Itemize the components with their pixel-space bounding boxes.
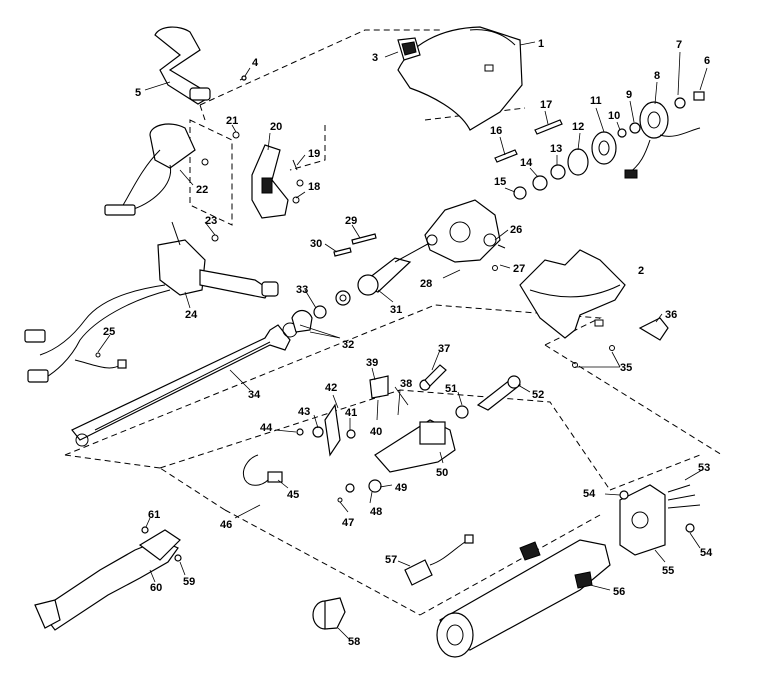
part-2-lower-cover bbox=[492, 249, 626, 368]
part-20-switch-bracket bbox=[232, 131, 304, 219]
part-50-switch-actuator bbox=[369, 364, 522, 473]
callout-3: 3 bbox=[372, 52, 378, 64]
callout-34: 34 bbox=[248, 389, 261, 401]
callout-54-lower: 54 bbox=[700, 547, 713, 559]
part-42-41-43-brackets bbox=[296, 403, 356, 457]
part-58-bushing bbox=[312, 597, 346, 630]
callout-33: 33 bbox=[296, 284, 308, 296]
callout-23: 23 bbox=[205, 215, 217, 227]
part-60-intermediate-shaft bbox=[34, 526, 182, 631]
callout-22: 22 bbox=[196, 184, 208, 196]
dashed-boundary-switch bbox=[189, 119, 233, 226]
callout-45: 45 bbox=[287, 489, 299, 501]
callout-40: 40 bbox=[370, 426, 382, 438]
leader-lines bbox=[97, 41, 708, 641]
callout-39: 39 bbox=[366, 357, 378, 369]
callout-31: 31 bbox=[390, 304, 402, 316]
callout-53: 53 bbox=[698, 462, 710, 474]
callout-50: 50 bbox=[436, 467, 448, 479]
callout-60: 60 bbox=[150, 582, 162, 594]
part-24-turn-signal-switch bbox=[24, 221, 279, 383]
callout-25: 25 bbox=[103, 326, 115, 338]
callout-44: 44 bbox=[260, 422, 273, 434]
callout-55: 55 bbox=[662, 565, 674, 577]
callout-41: 41 bbox=[345, 407, 357, 419]
part-57-sensor bbox=[404, 534, 474, 586]
callout-42: 42 bbox=[325, 382, 337, 394]
part-4-screw bbox=[239, 75, 247, 81]
callout-13: 13 bbox=[550, 143, 562, 155]
part-45-wire bbox=[243, 454, 283, 486]
callout-21: 21 bbox=[226, 115, 238, 127]
part-3-cap bbox=[397, 37, 421, 61]
dashed-boundary-bracket bbox=[289, 125, 326, 171]
callout-5: 5 bbox=[135, 87, 141, 99]
callout-27: 27 bbox=[513, 263, 525, 275]
callout-48: 48 bbox=[370, 506, 382, 518]
callout-7: 7 bbox=[676, 39, 682, 51]
callout-16: 16 bbox=[490, 125, 502, 137]
dashed-boundary-inner bbox=[159, 389, 611, 616]
part-31-upper-shaft bbox=[357, 239, 436, 296]
callout-9: 9 bbox=[626, 89, 632, 101]
callout-47: 47 bbox=[342, 517, 354, 529]
part-32-bearing bbox=[291, 290, 351, 333]
callout-19: 19 bbox=[308, 148, 320, 160]
callout-4: 4 bbox=[252, 57, 259, 69]
callout-38: 38 bbox=[400, 378, 412, 390]
part-16-17-pins bbox=[494, 119, 563, 163]
callout-37: 37 bbox=[438, 343, 450, 355]
callout-36: 36 bbox=[665, 309, 677, 321]
callout-46: 46 bbox=[220, 519, 232, 531]
callout-14: 14 bbox=[520, 157, 533, 169]
part-10-6-wheel bbox=[617, 91, 705, 179]
callout-59: 59 bbox=[183, 576, 195, 588]
callout-51: 51 bbox=[445, 383, 457, 395]
callout-11: 11 bbox=[590, 95, 602, 107]
callout-26: 26 bbox=[510, 224, 522, 236]
callout-30: 30 bbox=[310, 238, 322, 250]
callout-12: 12 bbox=[572, 121, 584, 133]
callout-2: 2 bbox=[638, 265, 644, 277]
callout-43: 43 bbox=[298, 406, 310, 418]
callout-18: 18 bbox=[308, 181, 320, 193]
callout-35: 35 bbox=[620, 362, 632, 374]
callout-49: 49 bbox=[395, 482, 407, 494]
callout-10: 10 bbox=[608, 110, 620, 122]
callout-28: 28 bbox=[420, 278, 432, 290]
part-15-11-gears bbox=[513, 131, 617, 200]
callout-17: 17 bbox=[540, 99, 552, 111]
part-36-clip bbox=[638, 317, 669, 341]
part-5-tilt-lever bbox=[154, 26, 211, 105]
callout-58: 58 bbox=[348, 636, 360, 648]
part-26-lock-housing bbox=[424, 199, 506, 263]
dashed-boundary-left bbox=[224, 454, 701, 616]
part-56-column-jacket bbox=[436, 539, 611, 658]
part-22-wire-harness bbox=[104, 123, 209, 216]
callout-20: 20 bbox=[270, 121, 282, 133]
callout-15: 15 bbox=[494, 176, 506, 188]
callout-29: 29 bbox=[345, 215, 357, 227]
callout-numbers: 1 2 3 4 5 6 7 8 9 10 11 12 13 14 15 16 1… bbox=[103, 38, 713, 648]
callout-8: 8 bbox=[654, 70, 660, 82]
callout-54-upper: 54 bbox=[583, 488, 596, 500]
callout-61: 61 bbox=[148, 509, 160, 521]
part-55-mounting-plate bbox=[619, 484, 701, 556]
callout-56: 56 bbox=[613, 586, 625, 598]
callout-6: 6 bbox=[704, 55, 710, 67]
callout-24: 24 bbox=[185, 309, 198, 321]
callout-32: 32 bbox=[342, 339, 354, 351]
callout-1: 1 bbox=[538, 38, 544, 50]
part-47-48-49 bbox=[337, 479, 382, 503]
part-34-column-shaft bbox=[71, 322, 298, 447]
part-29-30-pins bbox=[333, 233, 377, 257]
callout-57: 57 bbox=[385, 554, 397, 566]
callout-52: 52 bbox=[532, 389, 544, 401]
